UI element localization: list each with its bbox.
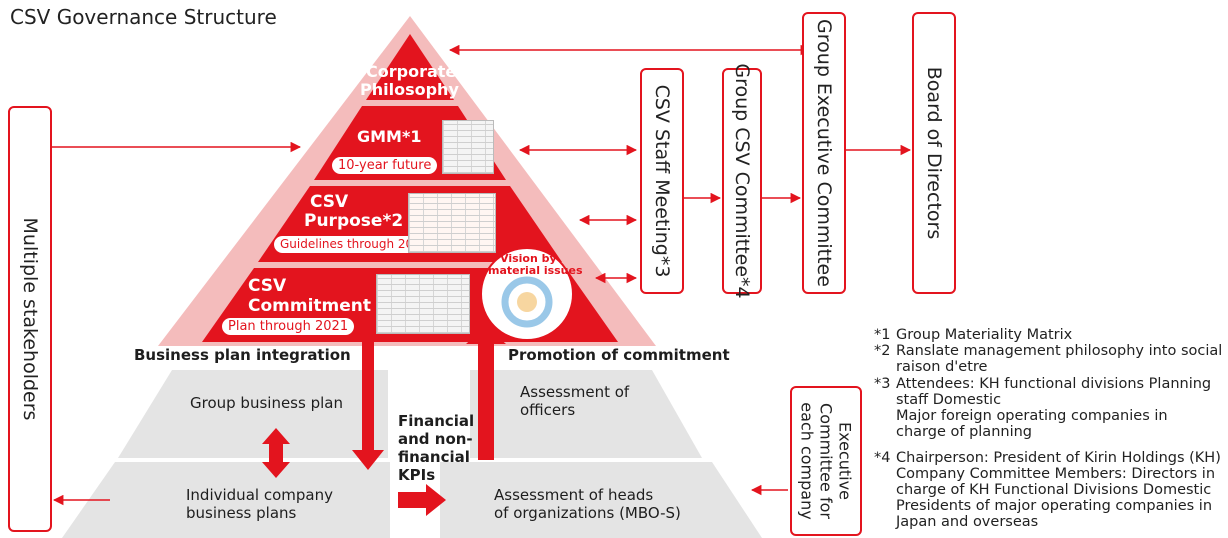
heads-label-2: of organizations (MBO-S) xyxy=(494,504,681,522)
note-4-line-1: Chairperson: President of Kirin Holdings… xyxy=(896,450,1221,466)
exec-committee-box: Group Executive Committee xyxy=(802,12,846,294)
purpose-label-1: CSV xyxy=(310,192,349,212)
kpis-label-1: Financial xyxy=(398,412,475,430)
note-1: *1 Group Materiality Matrix xyxy=(874,327,1219,343)
csv-committee-box: Group CSV Committee*4 xyxy=(722,63,762,299)
kpis-label-3: financial xyxy=(398,448,470,466)
note-4-line-2: Company Committee Members: Directors in xyxy=(896,466,1216,482)
kpis-label-2: and non- xyxy=(398,430,473,448)
note-4-line-5: Japan and overseas xyxy=(896,514,1039,530)
board-label: Board of Directors xyxy=(923,66,945,240)
note-3-line-3: Major foreign operating companies in xyxy=(896,408,1168,424)
page-title: CSV Governance Structure xyxy=(10,5,277,29)
exec-committee-label: Group Executive Committee xyxy=(813,19,835,287)
note-4-line-4: Presidents of major operating companies … xyxy=(896,498,1213,514)
note-4: *4 Chairperson: President of Kirin Holdi… xyxy=(874,450,1221,530)
commitment-pill: Plan through 2021 xyxy=(222,318,355,335)
staff-meeting-label: CSV Staff Meeting*3 xyxy=(651,84,673,278)
note-2-key: *2 xyxy=(874,343,891,359)
kpis-label-4: KPIs xyxy=(398,466,436,484)
note-3-line-2: staff Domestic xyxy=(896,392,1002,408)
note-3-line-1: Attendees: KH functional divisions Plann… xyxy=(896,376,1212,392)
heads-band xyxy=(440,462,762,538)
csv-committee-label: Group CSV Committee*4 xyxy=(731,63,753,299)
company-exec-label-1: Executive xyxy=(835,422,855,500)
note-2: *2 Ranslate management philosophy into s… xyxy=(874,343,1223,375)
purpose-thumbnail xyxy=(408,193,496,253)
note-3: *3 Attendees: KH functional divisions Pl… xyxy=(874,376,1219,440)
vision-label-1: Vision by xyxy=(500,252,557,265)
up-arrow-commitment xyxy=(466,326,506,460)
note-1-line-1: Group Materiality Matrix xyxy=(896,327,1073,343)
group-plan-band xyxy=(118,370,388,458)
gmm-pill: 10-year future xyxy=(332,157,438,174)
note-2-line-1: Ranslate management philosophy into soci… xyxy=(896,343,1223,359)
heads-label-1: Assessment of heads xyxy=(494,486,654,504)
officers-band xyxy=(470,370,702,458)
board-box: Board of Directors xyxy=(912,12,956,294)
apex-label-1: Corporate xyxy=(366,62,457,81)
commitment-thumbnail xyxy=(376,274,470,334)
vision-wheel-core xyxy=(517,292,537,312)
staff-meeting-box: CSV Staff Meeting*3 xyxy=(640,68,684,294)
note-4-line-3: charge of KH Functional Divisions Domest… xyxy=(896,482,1212,498)
caption-integration: Business plan integration xyxy=(134,346,351,364)
officers-label-2: officers xyxy=(520,401,576,419)
down-arrow-integration xyxy=(352,334,384,470)
group-plan-label: Group business plan xyxy=(190,394,343,412)
company-exec-label-2: Committee for xyxy=(816,403,836,519)
note-1-key: *1 xyxy=(874,327,891,343)
vision-wheel xyxy=(501,276,553,328)
company-exec-box: Executive Committee for each company xyxy=(790,386,862,536)
purpose-label-2: Purpose*2 xyxy=(304,211,404,231)
individual-plans-label-2: business plans xyxy=(186,504,297,522)
vision-label-2: material issues xyxy=(488,264,583,277)
purpose-pill: Guidelines through 2027 xyxy=(274,236,435,253)
note-3-line-4: charge of planning xyxy=(896,424,1032,440)
note-4-key: *4 xyxy=(874,450,891,466)
apex-label-2: Philosophy xyxy=(360,80,459,99)
right-arrow-kpis xyxy=(398,484,446,516)
gmm-label: GMM*1 xyxy=(357,127,422,146)
officers-label-1: Assessment of xyxy=(520,383,630,401)
double-arrow-plans xyxy=(262,428,290,478)
individual-plans-band xyxy=(62,462,390,538)
stakeholders-box: Multiple stakeholders xyxy=(8,106,52,532)
company-exec-label-3: each company xyxy=(797,402,817,520)
note-3-key: *3 xyxy=(874,376,891,392)
commitment-label-1: CSV xyxy=(248,276,287,296)
gmm-thumbnail xyxy=(442,120,494,174)
tier-apex xyxy=(366,34,454,100)
individual-plans-label-1: Individual company xyxy=(186,486,333,504)
note-2-line-2: raison d'etre xyxy=(896,359,988,375)
commitment-label-2: Commitment xyxy=(248,296,372,316)
caption-commitment: Promotion of commitment xyxy=(508,346,730,364)
stakeholders-label: Multiple stakeholders xyxy=(19,217,41,421)
